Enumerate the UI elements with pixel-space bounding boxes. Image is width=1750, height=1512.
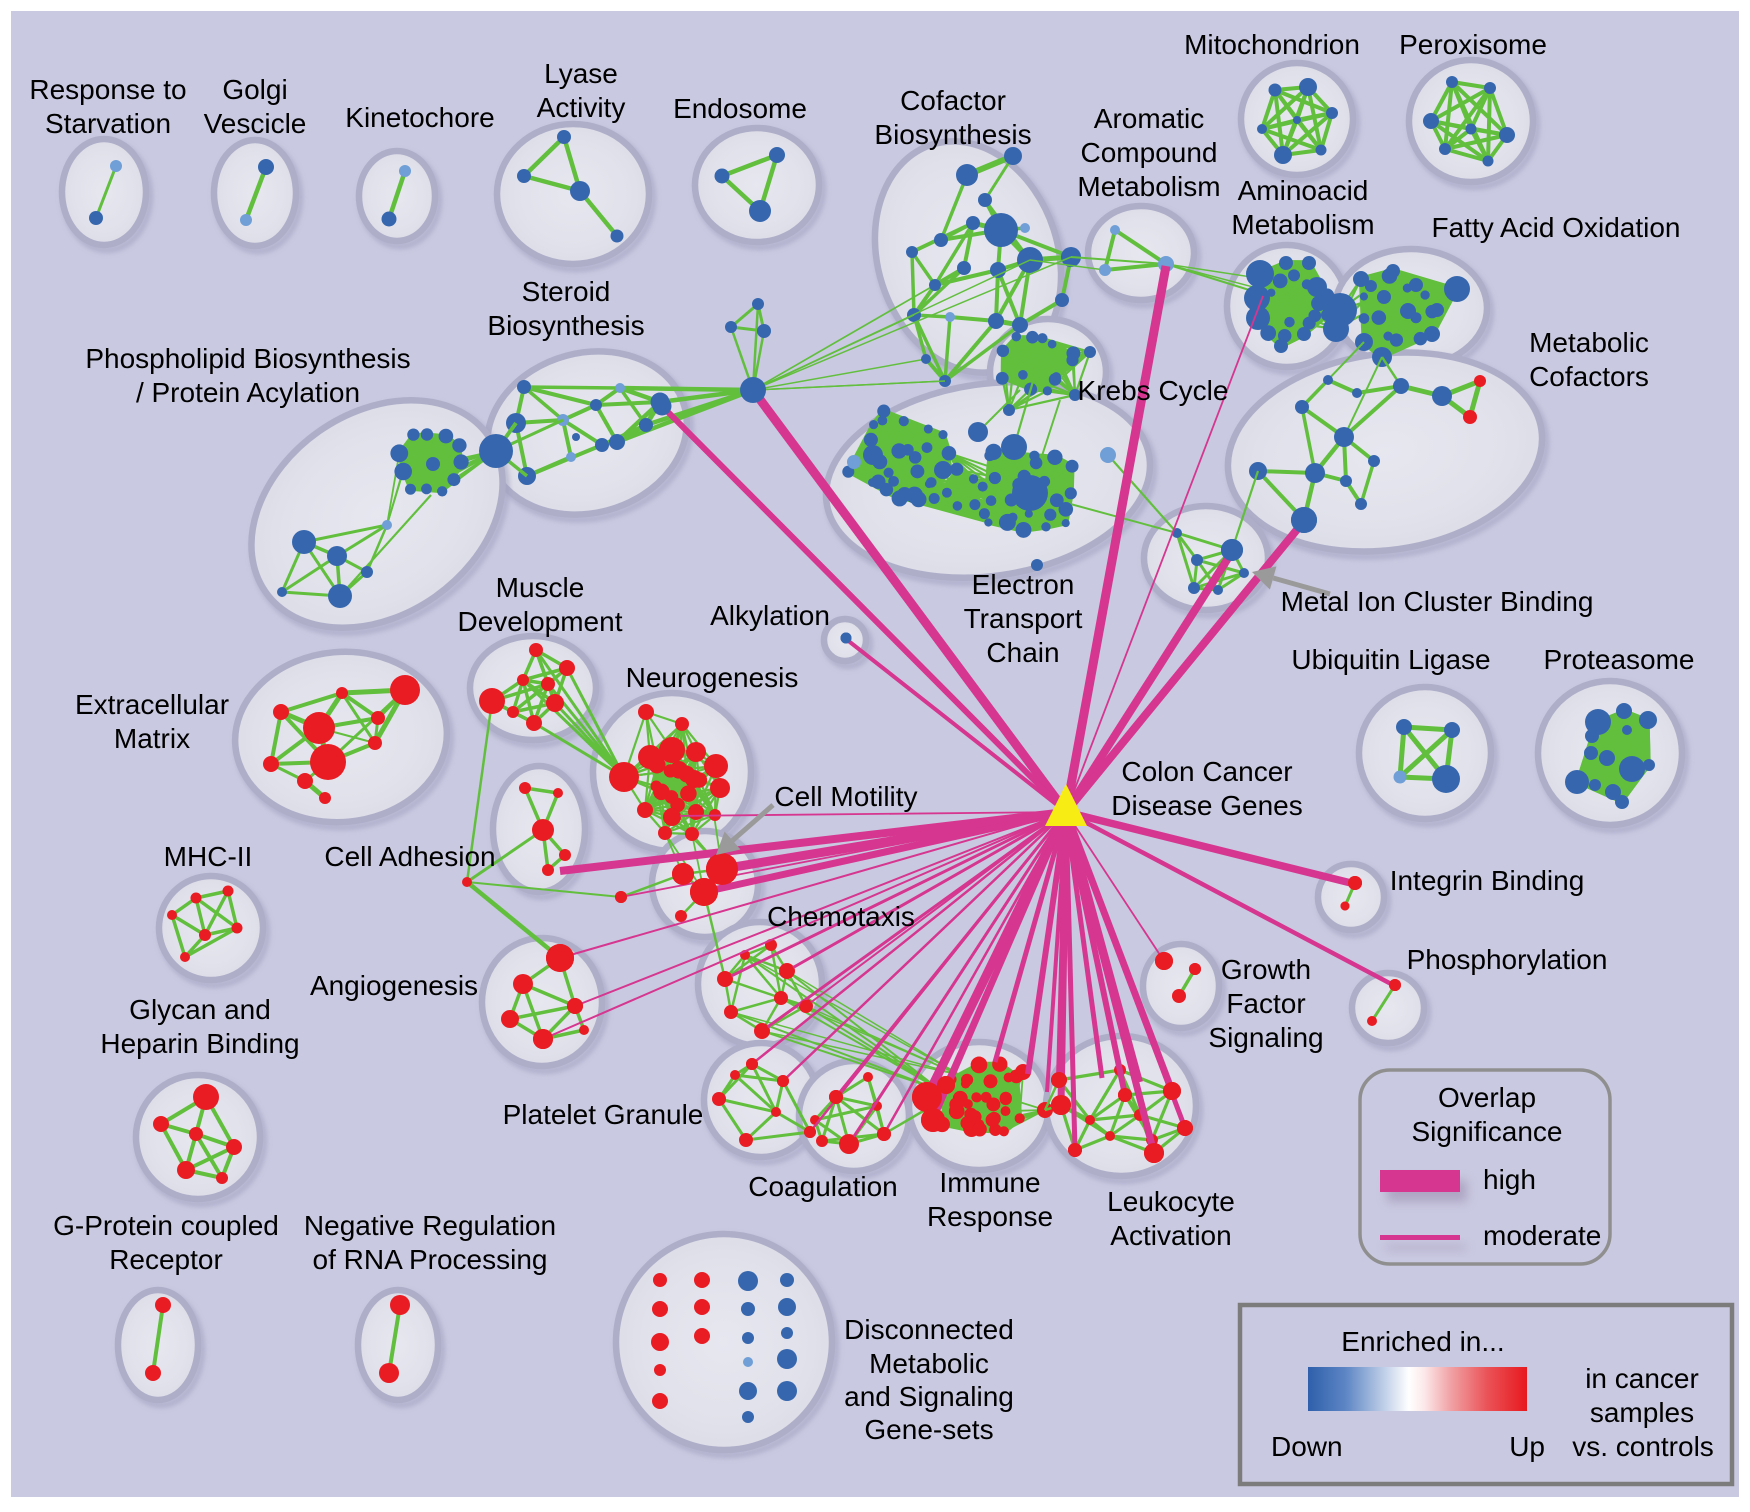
svg-text:Leukocyte: Leukocyte	[1107, 1186, 1235, 1217]
svg-text:Ubiquitin Ligase: Ubiquitin Ligase	[1291, 644, 1490, 675]
svg-text:Overlap: Overlap	[1438, 1082, 1536, 1113]
svg-text:high: high	[1483, 1164, 1536, 1195]
svg-text:Aromatic: Aromatic	[1094, 103, 1204, 134]
svg-text:Endosome: Endosome	[673, 93, 807, 124]
svg-text:Up: Up	[1509, 1431, 1545, 1462]
svg-text:Transport: Transport	[964, 603, 1083, 634]
svg-text:Phospholipid Biosynthesis: Phospholipid Biosynthesis	[85, 343, 410, 374]
svg-text:Platelet Granule: Platelet Granule	[503, 1099, 704, 1130]
svg-text:Receptor: Receptor	[109, 1244, 223, 1275]
svg-text:Biosynthesis: Biosynthesis	[487, 310, 644, 341]
svg-text:Cell Motility: Cell Motility	[774, 781, 917, 812]
svg-text:Aminoacid: Aminoacid	[1238, 175, 1369, 206]
svg-text:Immune: Immune	[939, 1167, 1040, 1198]
svg-text:Golgi: Golgi	[222, 74, 287, 105]
svg-text:G-Protein coupled: G-Protein coupled	[53, 1210, 279, 1241]
svg-text:Peroxisome: Peroxisome	[1399, 29, 1547, 60]
svg-text:Cofactor: Cofactor	[900, 85, 1006, 116]
svg-text:Glycan and: Glycan and	[129, 994, 271, 1025]
svg-text:Integrin Binding: Integrin Binding	[1390, 865, 1585, 896]
svg-text:Down: Down	[1271, 1431, 1343, 1462]
svg-text:Phosphorylation: Phosphorylation	[1407, 944, 1608, 975]
svg-text:Starvation: Starvation	[45, 108, 171, 139]
svg-text:Gene-sets: Gene-sets	[864, 1414, 993, 1445]
svg-text:Disconnected: Disconnected	[844, 1314, 1014, 1345]
svg-text:Response: Response	[927, 1201, 1053, 1232]
svg-text:moderate: moderate	[1483, 1220, 1601, 1251]
svg-text:Response to: Response to	[29, 74, 186, 105]
svg-text:Muscle: Muscle	[496, 572, 585, 603]
svg-text:Negative Regulation: Negative Regulation	[304, 1210, 556, 1241]
svg-text:of RNA Processing: of RNA Processing	[313, 1244, 548, 1275]
svg-text:samples: samples	[1590, 1397, 1694, 1428]
svg-text:in cancer: in cancer	[1585, 1363, 1699, 1394]
svg-text:Factor: Factor	[1226, 988, 1305, 1019]
svg-text:Mitochondrion: Mitochondrion	[1184, 29, 1360, 60]
svg-text:Metabolism: Metabolism	[1231, 209, 1374, 240]
svg-text:Matrix: Matrix	[114, 723, 190, 754]
svg-text:Compound: Compound	[1081, 137, 1218, 168]
svg-text:Krebs Cycle: Krebs Cycle	[1078, 375, 1229, 406]
svg-text:Significance: Significance	[1412, 1116, 1563, 1147]
svg-text:Chain: Chain	[986, 637, 1059, 668]
svg-text:Extracellular: Extracellular	[75, 689, 229, 720]
svg-text:Vescicle: Vescicle	[204, 108, 307, 139]
svg-text:vs. controls: vs. controls	[1572, 1431, 1714, 1462]
svg-text:and Signaling: and Signaling	[844, 1381, 1014, 1412]
svg-text:Metabolism: Metabolism	[1077, 171, 1220, 202]
svg-text:Activity: Activity	[537, 92, 626, 123]
svg-text:Alkylation: Alkylation	[710, 600, 830, 631]
svg-text:Neurogenesis: Neurogenesis	[626, 662, 799, 693]
svg-text:Kinetochore: Kinetochore	[345, 102, 494, 133]
svg-text:Growth: Growth	[1221, 954, 1311, 985]
svg-text:Metabolic: Metabolic	[1529, 327, 1649, 358]
svg-text:Fatty Acid Oxidation: Fatty Acid Oxidation	[1431, 212, 1680, 243]
svg-text:Development: Development	[458, 606, 623, 637]
svg-text:Signaling: Signaling	[1208, 1022, 1323, 1053]
svg-text:Chemotaxis: Chemotaxis	[767, 901, 915, 932]
svg-text:Activation: Activation	[1110, 1220, 1231, 1251]
svg-text:Angiogenesis: Angiogenesis	[310, 970, 478, 1001]
svg-text:Colon Cancer: Colon Cancer	[1121, 756, 1292, 787]
svg-text:Biosynthesis: Biosynthesis	[874, 119, 1031, 150]
svg-text:Enriched in...: Enriched in...	[1341, 1326, 1504, 1357]
svg-text:/ Protein Acylation: / Protein Acylation	[136, 377, 360, 408]
svg-text:Heparin Binding: Heparin Binding	[100, 1028, 299, 1059]
svg-text:Metal Ion Cluster Binding: Metal Ion Cluster Binding	[1281, 586, 1594, 617]
svg-text:Cell Adhesion: Cell Adhesion	[324, 841, 495, 872]
svg-text:Disease Genes: Disease Genes	[1111, 790, 1302, 821]
svg-text:Steroid: Steroid	[522, 276, 611, 307]
svg-text:Proteasome: Proteasome	[1544, 644, 1695, 675]
svg-text:MHC-II: MHC-II	[164, 841, 253, 872]
svg-text:Lyase: Lyase	[544, 58, 618, 89]
svg-text:Cofactors: Cofactors	[1529, 361, 1649, 392]
svg-text:Metabolic: Metabolic	[869, 1348, 989, 1379]
svg-text:Coagulation: Coagulation	[748, 1171, 897, 1202]
svg-text:Electron: Electron	[972, 569, 1075, 600]
